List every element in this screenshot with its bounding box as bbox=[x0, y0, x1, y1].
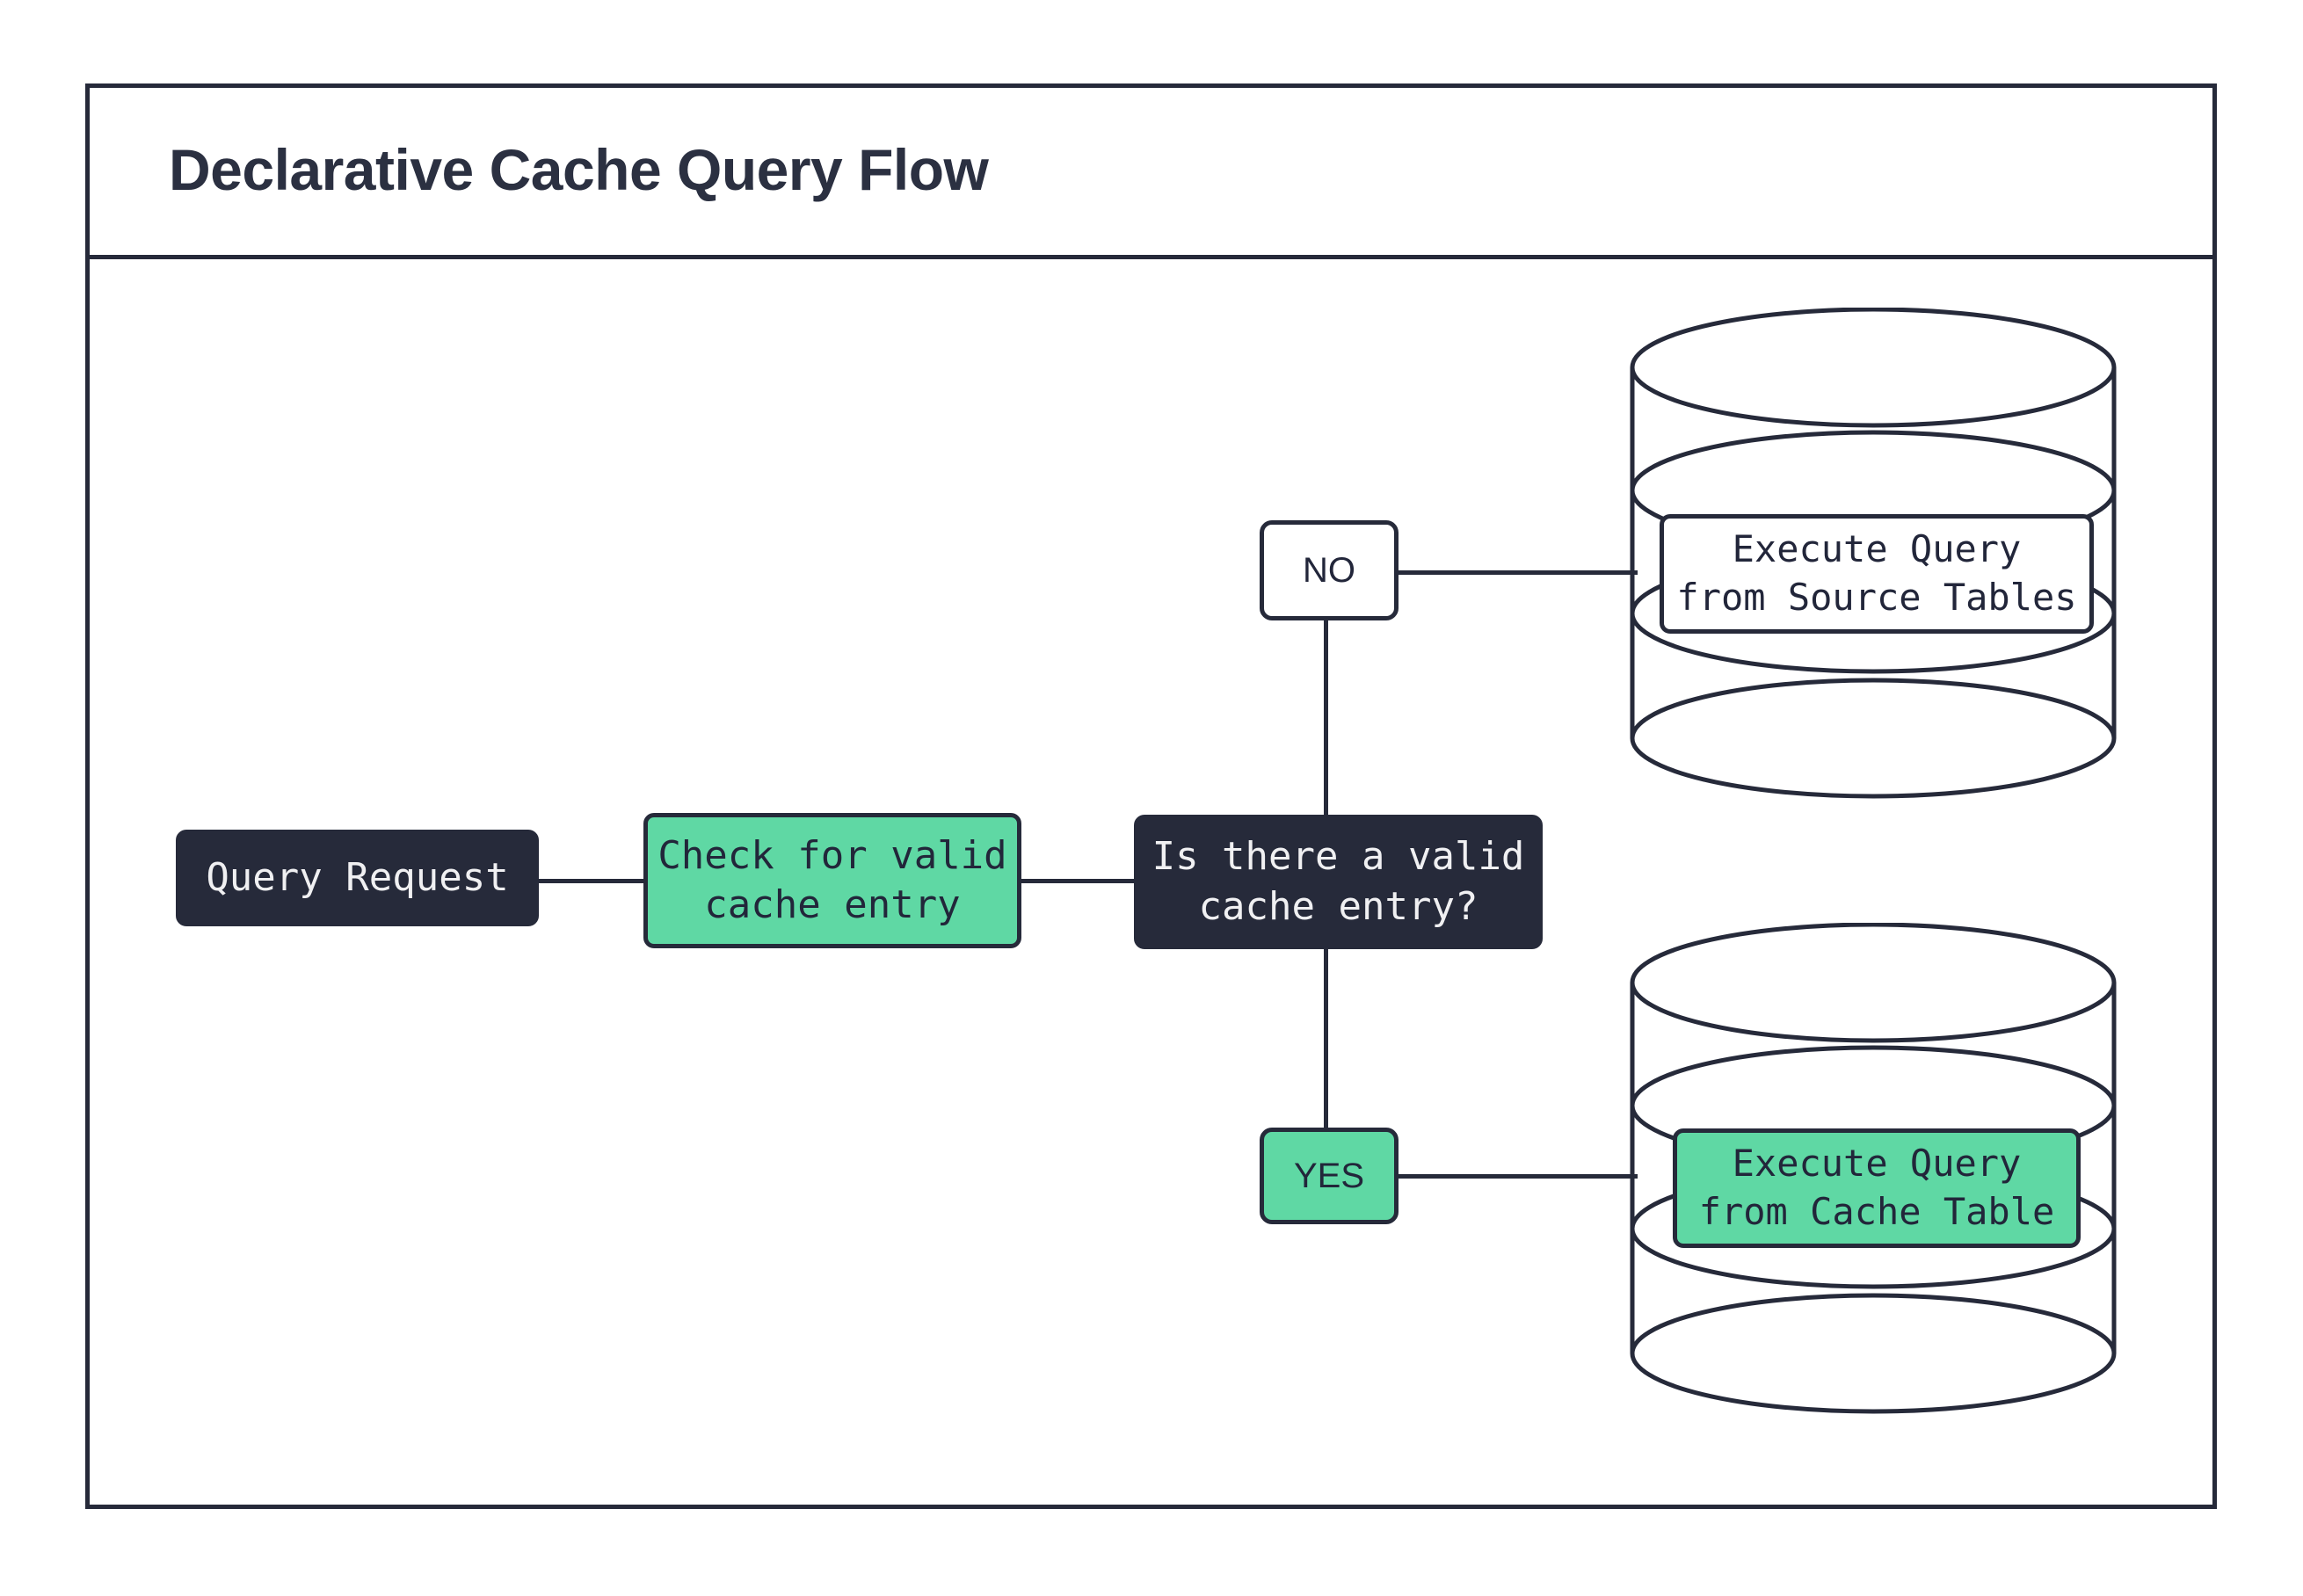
edge-decision-to-no bbox=[1324, 618, 1328, 818]
title-bar: Declarative Cache Query Flow bbox=[85, 83, 2217, 259]
diagram-frame bbox=[85, 83, 2217, 1509]
node-query-request[interactable]: Query Request bbox=[176, 830, 539, 926]
node-decision-valid-cache-entry[interactable]: Is there a valid cache entry? bbox=[1134, 815, 1543, 949]
edge-no-to-source-db bbox=[1396, 570, 1638, 575]
page-title: Declarative Cache Query Flow bbox=[169, 136, 989, 202]
edge-check-to-decision bbox=[1020, 879, 1137, 883]
node-check-cache[interactable]: Check for valid cache entry bbox=[643, 813, 1021, 948]
edge-decision-to-yes bbox=[1324, 946, 1328, 1130]
edge-yes-to-cache-db bbox=[1396, 1174, 1638, 1179]
cache-table-label: Execute Query from Cache Table bbox=[1673, 1128, 2081, 1248]
branch-label-no[interactable]: NO bbox=[1260, 520, 1399, 620]
source-tables-label: Execute Query from Source Tables bbox=[1660, 514, 2094, 634]
edge-query-to-check bbox=[539, 879, 645, 883]
source-tables-database-icon bbox=[1630, 308, 2117, 799]
branch-label-yes[interactable]: YES bbox=[1260, 1128, 1399, 1224]
